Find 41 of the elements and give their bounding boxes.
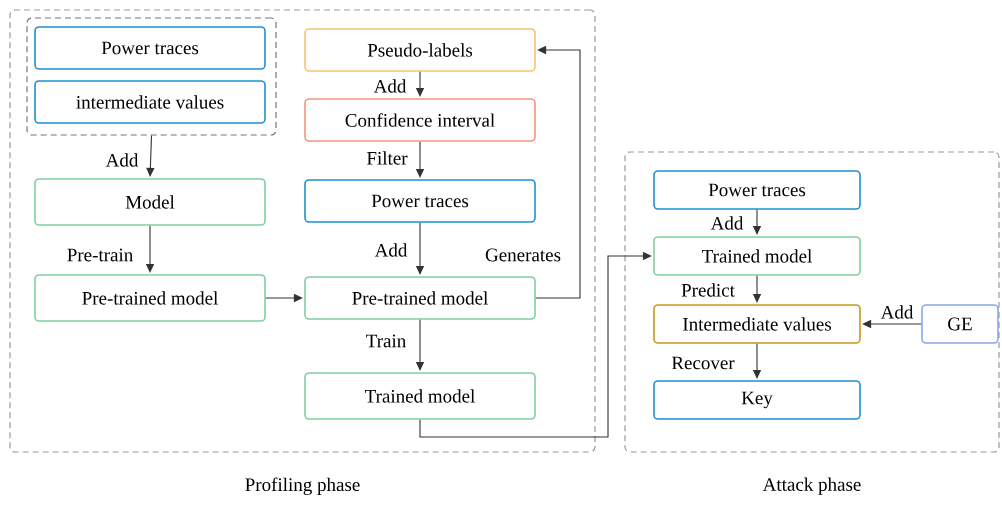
edge-label: Add (373, 242, 409, 258)
arrow (265, 293, 303, 303)
edge-label: Add (709, 215, 745, 231)
phase-caption: Attack phase (762, 477, 861, 495)
process-box: Confidence interval (304, 98, 536, 142)
process-box: Intermediate values (653, 304, 861, 344)
arrow (752, 275, 762, 303)
edge-label: Add (104, 152, 140, 168)
edge-label: Add (879, 304, 915, 320)
process-box: Pseudo-labels (304, 28, 536, 72)
arrow (535, 45, 581, 299)
arrow (415, 222, 425, 275)
process-box: intermediate values (34, 80, 266, 124)
arrow (415, 319, 425, 371)
process-box: GE (921, 304, 999, 344)
arrow (415, 141, 425, 178)
arrow (415, 71, 425, 97)
edge-label: Add (372, 78, 408, 94)
group-frame (26, 17, 277, 136)
process-box: Power traces (34, 26, 266, 70)
edge-label: Filter (365, 150, 409, 166)
process-box: Power traces (653, 170, 861, 210)
phase-caption: Profiling phase (245, 477, 360, 495)
arrow (752, 209, 762, 235)
edge-label: Pre-train (65, 247, 135, 263)
edge-label: Recover (670, 355, 736, 371)
arrow (419, 251, 652, 438)
process-box: Power traces (304, 179, 536, 223)
edge-label: Train (364, 333, 408, 349)
arrow (146, 135, 155, 177)
process-box: Pre-trained model (34, 274, 266, 322)
edge-label: Generates (484, 247, 562, 263)
process-box: Model (34, 178, 266, 226)
process-box: Trained model (304, 372, 536, 420)
edge-label: Predict (680, 282, 736, 298)
process-box: Trained model (653, 236, 861, 276)
arrow (862, 319, 922, 329)
arrow (145, 225, 155, 273)
arrow (752, 343, 762, 379)
process-box: Pre-trained model (304, 276, 536, 320)
process-box: Key (653, 380, 861, 420)
